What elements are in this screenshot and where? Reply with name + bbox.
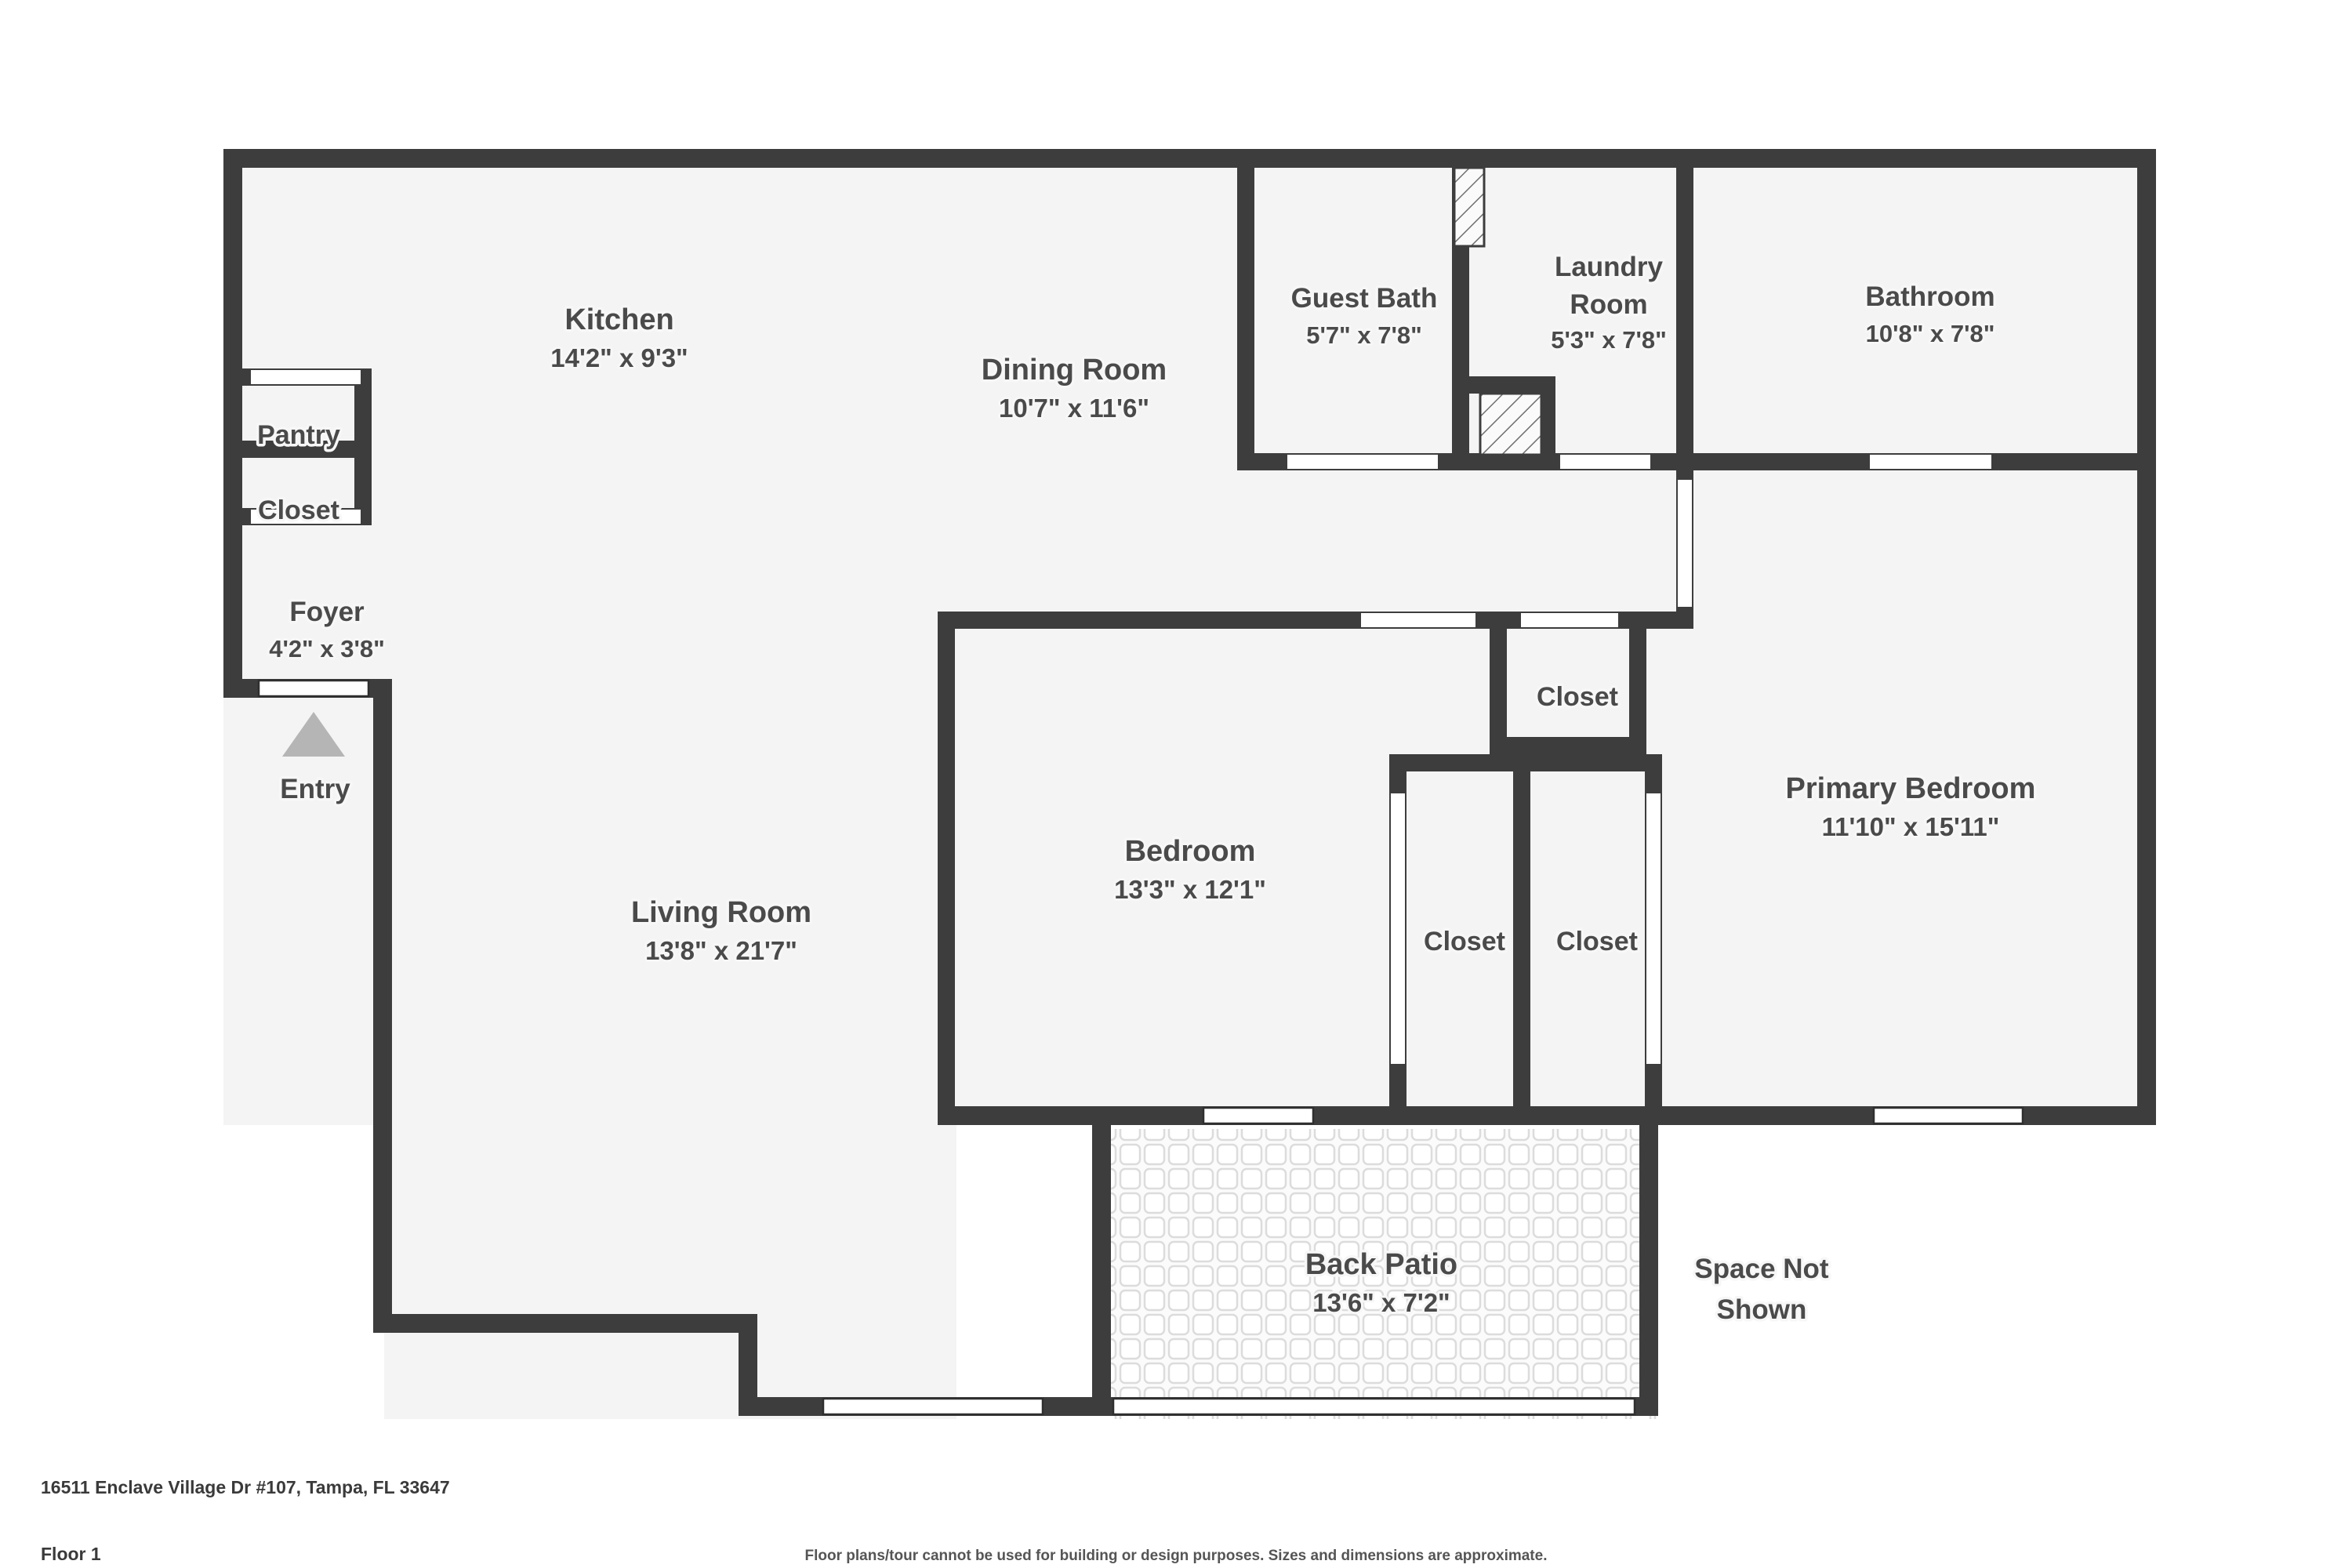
window-bedroom-bottom	[1202, 1106, 1315, 1125]
door-openings	[251, 370, 1991, 1064]
wall-right	[2137, 149, 2156, 1125]
wall-closetupper-right	[1629, 629, 1646, 754]
bedroom-label: Bedroom	[1125, 835, 1256, 868]
door-bedroom-top	[1361, 613, 1475, 627]
hatch-upper-niche	[1453, 166, 1486, 248]
laundry-room-dimensions: 5'3" x 7'8"	[1551, 326, 1667, 354]
footer-disclaimer: Floor plans/tour cannot be used for buil…	[805, 1548, 1548, 1564]
foyer-label: Foyer	[289, 597, 365, 627]
footer-floor-label: Floor 1	[41, 1544, 101, 1564]
door-laundry	[1560, 455, 1650, 469]
back-patio-label: Back Patio	[1305, 1248, 1457, 1281]
living-room-label: Living Room	[631, 896, 811, 929]
bedroom-dimensions: 13'3" x 12'1"	[1114, 875, 1266, 904]
laundry-room-label-line2: Room	[1570, 289, 1647, 320]
windows	[257, 679, 2024, 1416]
wall-bedroom-left	[938, 612, 955, 1125]
wall-closetupper-bottom	[1490, 737, 1646, 754]
door-closetupper-top	[1521, 613, 1618, 627]
closet-right-label: Closet	[1556, 927, 1638, 956]
back-patio-dimensions: 13'6" x 7'2"	[1312, 1288, 1450, 1317]
wall-closets-top	[1389, 754, 1662, 771]
bathroom-label: Bathroom	[1865, 281, 1994, 312]
wall-top	[223, 149, 2156, 168]
entry-arrow-icon	[282, 712, 345, 757]
door-closet-left	[1391, 793, 1405, 1064]
kitchen-label: Kitchen	[564, 303, 673, 336]
wall-guestbath-left	[1237, 149, 1254, 470]
door-pantry-top	[251, 370, 361, 384]
bathroom-dimensions: 10'8" x 7'8"	[1866, 320, 1995, 347]
wall-living-bottom-step	[373, 1314, 757, 1333]
wall-closetupper-left	[1490, 629, 1507, 754]
living-room-dimensions: 13'8" x 21'7"	[645, 936, 797, 965]
entry-label: Entry	[280, 774, 350, 804]
door-hall-right	[1678, 480, 1692, 607]
door-bathroom	[1870, 455, 1991, 469]
window-patio-bottom	[1112, 1397, 1636, 1416]
closet-left-label: Closet	[1424, 927, 1505, 956]
primary-bedroom-dimensions: 11'10" x 15'11"	[1822, 812, 2000, 841]
kitchen-dimensions: 14'2" x 9'3"	[550, 343, 688, 372]
hatched-features	[1453, 166, 1543, 456]
laundry-room-label-line1: Laundry	[1555, 252, 1664, 282]
wall-bedroom-top	[938, 612, 1693, 629]
footer-address: 16511 Enclave Village Dr #107, Tampa, FL…	[41, 1477, 450, 1497]
space-not-shown-label-line2: Shown	[1717, 1294, 1807, 1325]
guest-bath-dimensions: 5'7" x 7'8"	[1306, 321, 1422, 349]
primary-bedroom-label: Primary Bedroom	[1786, 772, 2036, 805]
wall-left-upper	[223, 149, 242, 698]
wall-laundry-right	[1676, 149, 1693, 470]
window-primary-bottom	[1872, 1106, 2024, 1125]
door-guest-bath	[1287, 455, 1438, 469]
dining-room-label: Dining Room	[982, 354, 1167, 387]
interior-fill-patches	[223, 149, 2156, 1419]
door-closet-bottom	[251, 510, 361, 524]
wall-patio-right	[1639, 1125, 1658, 1416]
space-not-shown-label-line1: Space Not	[1694, 1254, 1828, 1284]
guest-bath-label: Guest Bath	[1291, 283, 1438, 314]
window-living-bottom	[822, 1397, 1044, 1416]
wall-closets-divider	[1513, 754, 1530, 1125]
closet-hall-label: Closet	[258, 495, 339, 525]
wall-living-left	[373, 679, 392, 1333]
door-closet-right	[1646, 793, 1661, 1064]
room-labels: Kitchen 14'2" x 9'3" Dining Room 10'7" x…	[255, 249, 2038, 1328]
pantry-label: Pantry	[257, 420, 340, 450]
dining-room-dimensions: 10'7" x 11'6"	[999, 394, 1149, 423]
footer: 16511 Enclave Village Dr #107, Tampa, FL…	[41, 1477, 1547, 1564]
closet-upper-label: Closet	[1537, 682, 1618, 712]
foyer-dimensions: 4'2" x 3'8"	[269, 635, 385, 662]
wall-patio-left	[1092, 1125, 1111, 1416]
wall-pantry-divider	[242, 441, 372, 458]
hatch-lower-niche	[1479, 392, 1543, 456]
window-entry-door	[257, 679, 370, 698]
wall-niche-top	[1469, 376, 1555, 394]
